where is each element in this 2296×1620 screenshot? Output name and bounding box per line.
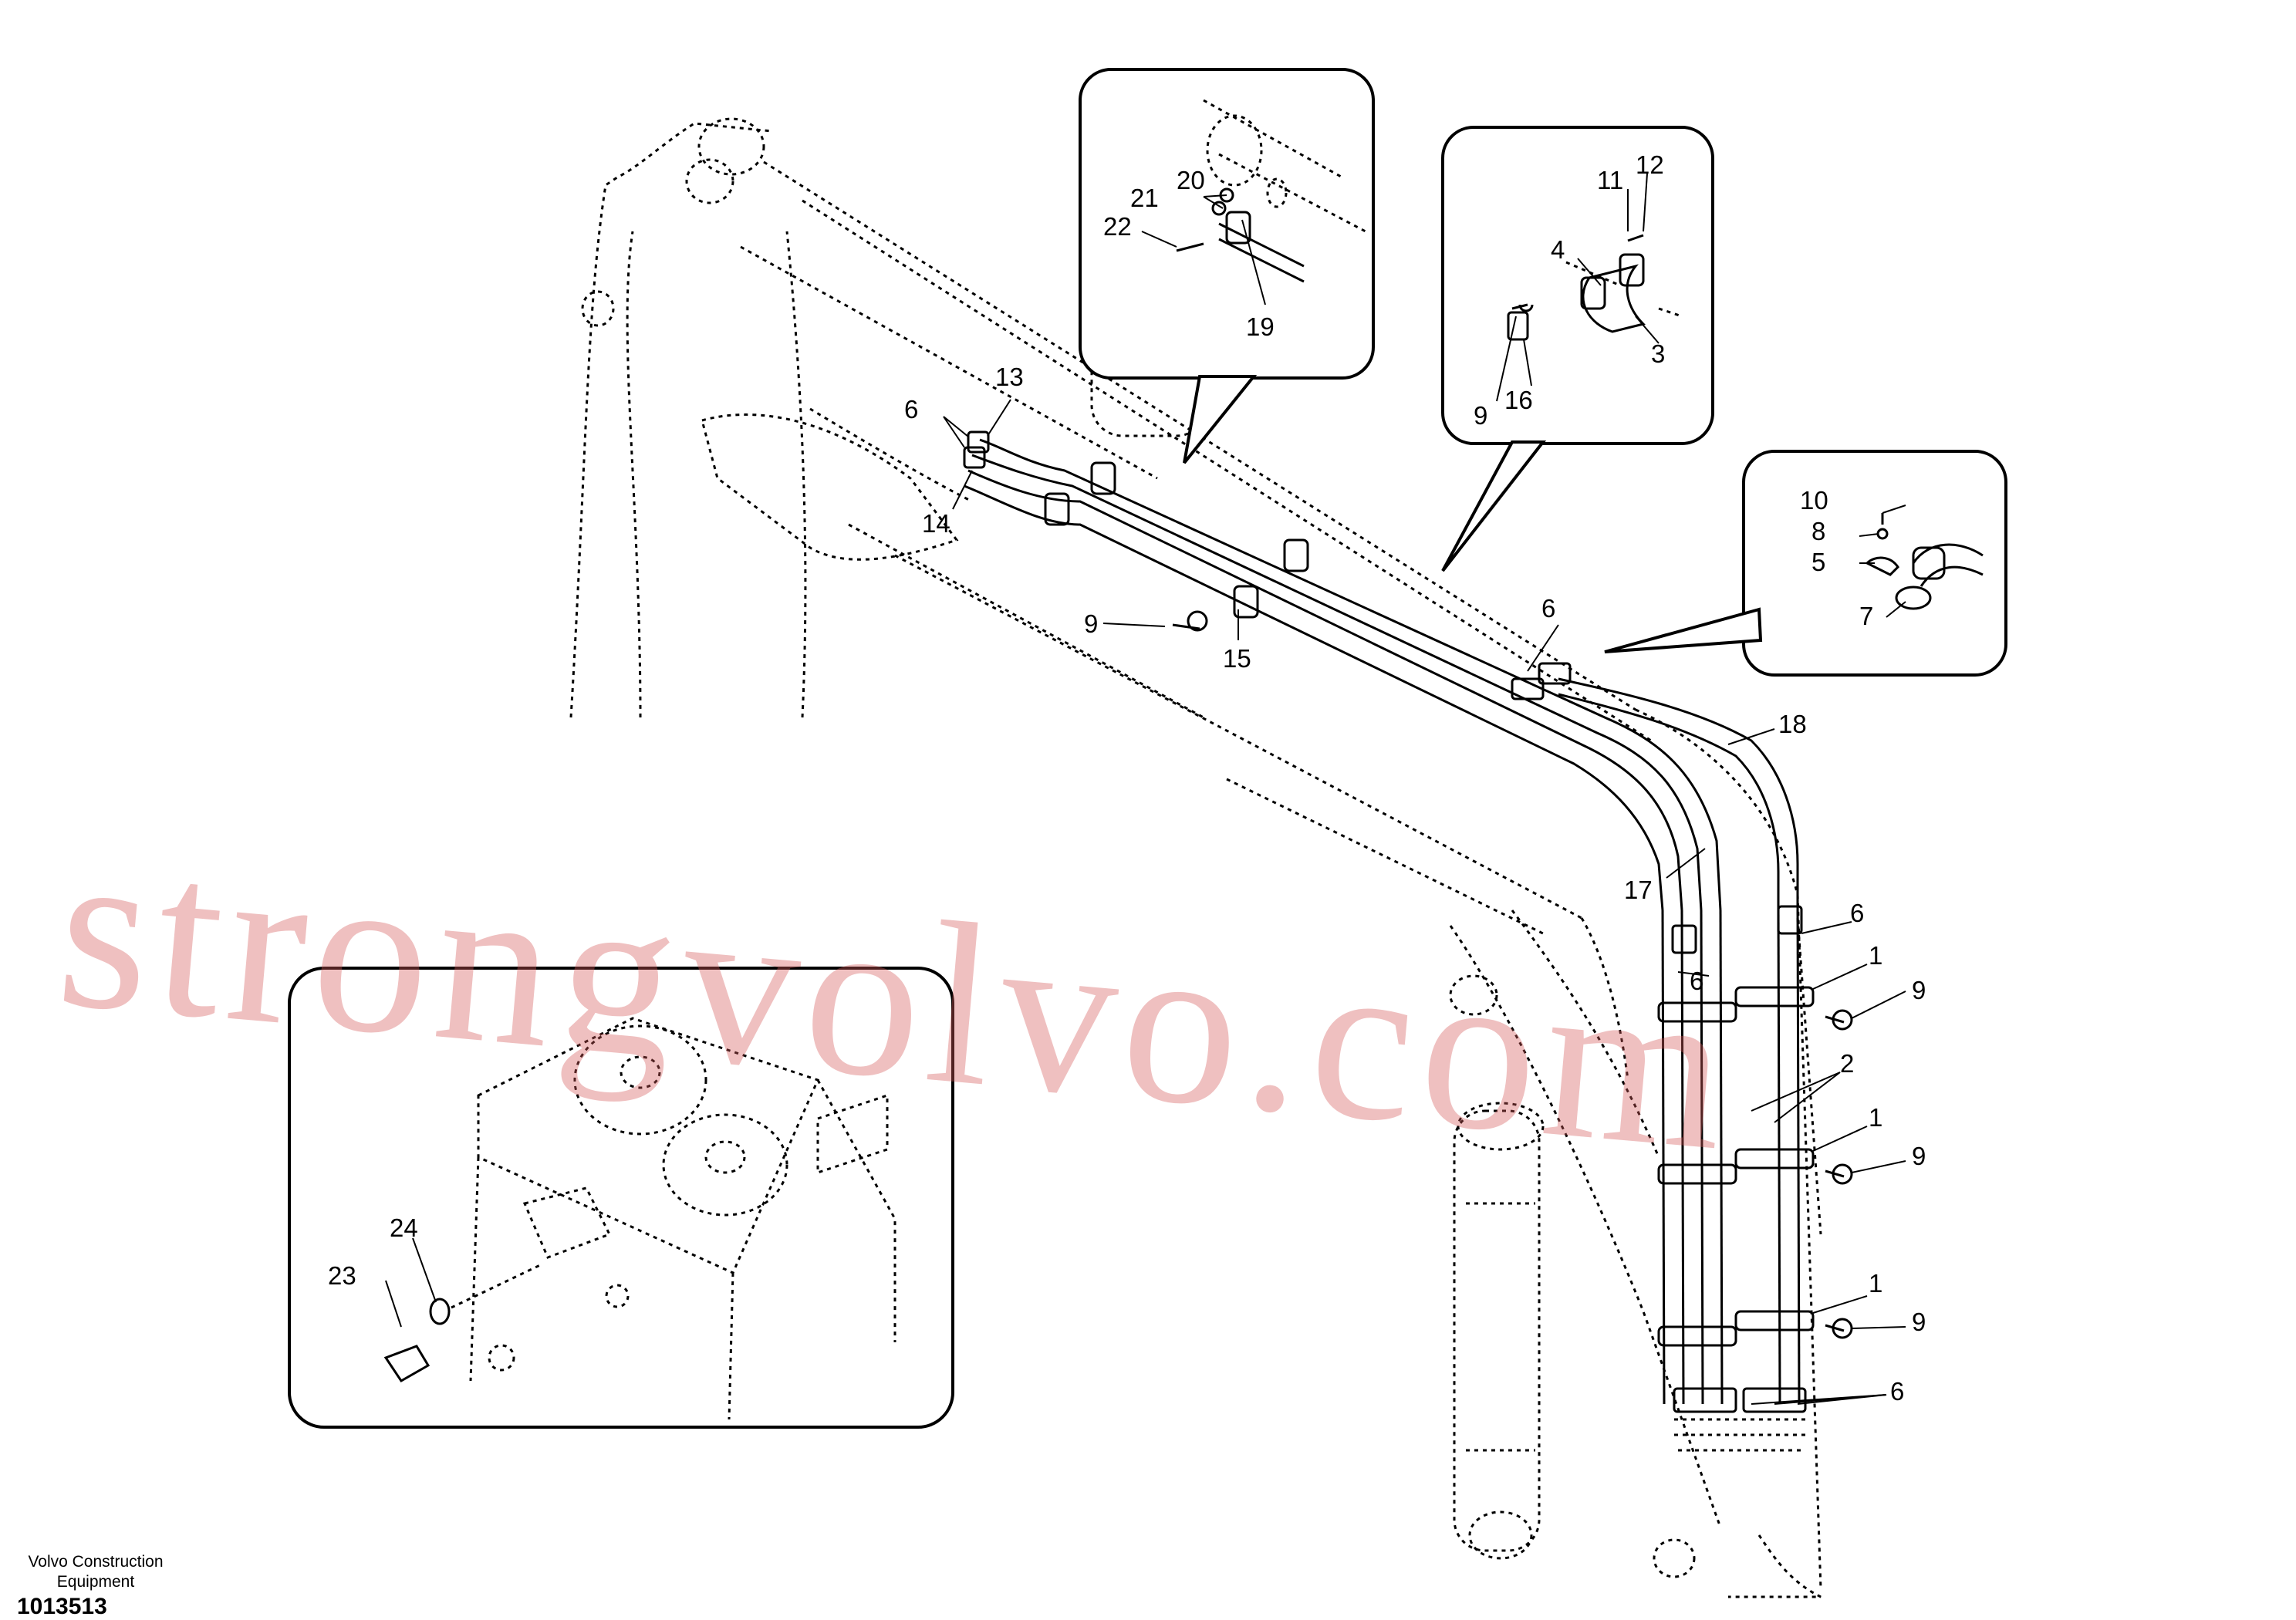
callout-2: 2 [1840,1049,1854,1078]
callout-22: 22 [1103,212,1132,241]
callout-6-boom: 6 [1541,594,1555,623]
callout-18: 18 [1778,710,1807,738]
callout-15: 15 [1223,644,1251,673]
callout-12: 12 [1636,150,1664,179]
callout-7: 7 [1859,602,1873,630]
callout-10: 10 [1800,486,1828,515]
callout-16: 16 [1504,386,1533,414]
callout-6-upper-left: 6 [904,395,918,424]
company-line-2: Equipment [56,1573,135,1591]
callout-20: 20 [1177,166,1205,194]
company-line-1: Volvo Construction [28,1553,164,1571]
callout-23: 23 [328,1261,356,1290]
callout-9-arm-middle: 9 [1912,1142,1926,1170]
callout-17: 17 [1624,876,1653,904]
callout-4: 4 [1551,235,1565,264]
callout-14: 14 [922,509,950,538]
callout-24: 24 [390,1213,418,1242]
callout-1-bottom: 1 [1869,1269,1882,1298]
callout-8: 8 [1811,517,1825,545]
callout-9-detail: 9 [1474,401,1487,430]
callout-6-arm-left: 6 [1690,967,1703,995]
pipe-clamps [963,430,1853,1452]
company-name: Volvo Construction Equipment [11,1552,181,1592]
callout-9-arm-top: 9 [1912,976,1926,1004]
callout-5: 5 [1811,548,1825,576]
callout-9-arm-bottom: 9 [1912,1308,1926,1336]
callout-labels: 6 13 14 9 15 6 18 17 6 6 1 9 2 1 9 1 9 6… [328,150,1926,1406]
detail-box-upper-clamp [1079,68,1375,464]
callout-1-top: 1 [1869,941,1882,970]
detail-box-pipe-clamp [1441,126,1714,572]
hydraulic-pipes [964,438,1801,1405]
callout-6-arm-right: 6 [1850,899,1864,927]
callout-13: 13 [995,363,1024,391]
callout-3: 3 [1651,339,1665,368]
boom-outline [569,117,1822,1598]
callout-21: 21 [1130,184,1159,212]
leader-lines [385,173,1906,1405]
callout-9-boom: 9 [1084,609,1098,638]
callout-1-middle: 1 [1869,1103,1882,1132]
drawing-number: 1013513 [17,1594,107,1619]
detail-box-hose-fitting [1604,450,2007,677]
detail-box-valve-block [288,967,954,1429]
callout-6-bottom: 6 [1890,1377,1904,1406]
callout-11: 11 [1597,166,1623,194]
callout-19: 19 [1246,312,1275,341]
